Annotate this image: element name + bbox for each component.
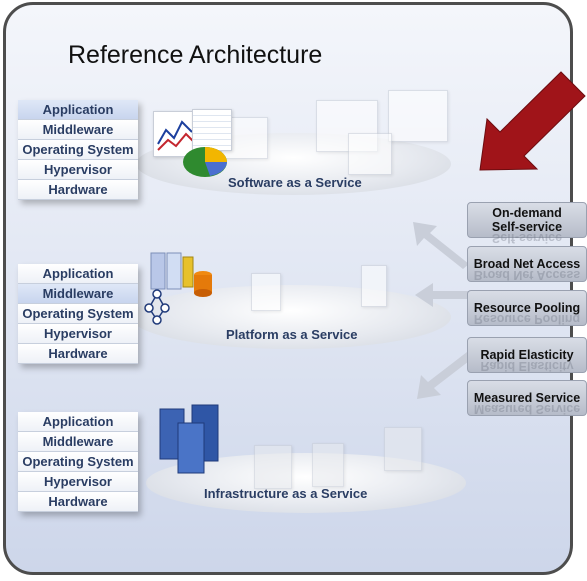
server-icon: [159, 404, 219, 474]
layer-hypervisor: Hypervisor: [18, 472, 138, 492]
chart-thumbnail-icon: [348, 133, 392, 175]
page-title: Reference Architecture: [68, 41, 323, 69]
layer-hardware: Hardware: [18, 492, 138, 512]
layer-hypervisor: Hypervisor: [18, 324, 138, 344]
layer-operating-system: Operating System: [18, 304, 138, 324]
resource-pooling-reflection: Resource Pooling: [473, 314, 581, 326]
server-rack-icon: [251, 273, 281, 311]
server-icon: [312, 443, 344, 487]
paas-layer-stack: Application Middleware Operating System …: [18, 264, 138, 364]
broad-net-access-reflection: Broad Net Access: [473, 270, 581, 282]
layer-hardware: Hardware: [18, 180, 138, 200]
broad-net-access-box: Broad Net Access: [467, 246, 587, 282]
measured-service-reflection: Measured Service: [473, 404, 581, 416]
server-rack-icon: [361, 265, 387, 307]
layer-operating-system: Operating System: [18, 140, 138, 160]
arrow-to-saas-icon: [413, 222, 469, 269]
iaas-label: Infrastructure as a Service: [204, 486, 368, 501]
database-stack-icon: [150, 252, 212, 297]
saas-label: Software as a Service: [228, 175, 362, 190]
line-chart-icon: [153, 111, 199, 157]
layer-operating-system: Operating System: [18, 452, 138, 472]
rapid-elasticity-box: Rapid Elasticity: [467, 337, 587, 373]
layer-middleware: Middleware: [18, 284, 138, 304]
server-icon: [384, 427, 422, 471]
saas-layer-stack: Application Middleware Operating System …: [18, 100, 138, 200]
on-demand-self-service-box: On-demand Self-service: [467, 202, 587, 238]
layer-application: Application: [18, 100, 138, 120]
on-demand-reflection: Self-service: [491, 233, 563, 245]
layer-hypervisor: Hypervisor: [18, 160, 138, 180]
arrow-to-iaas-icon: [417, 352, 473, 399]
network-graph-icon: [144, 289, 170, 325]
arrow-to-paas-icon: [415, 283, 471, 307]
layer-hardware: Hardware: [18, 344, 138, 364]
layer-application: Application: [18, 412, 138, 432]
paas-cloud: [131, 285, 451, 349]
big-red-arrow-icon: [479, 71, 586, 171]
iaas-layer-stack: Application Middleware Operating System …: [18, 412, 138, 512]
report-thumbnail-icon: [388, 90, 448, 142]
layer-middleware: Middleware: [18, 432, 138, 452]
paas-label: Platform as a Service: [226, 327, 358, 342]
rapid-elasticity-reflection: Rapid Elasticity: [480, 361, 574, 373]
layer-middleware: Middleware: [18, 120, 138, 140]
reference-architecture-panel: Reference Architecture: [3, 2, 573, 575]
pie-chart-icon: [183, 147, 227, 177]
layer-application: Application: [18, 264, 138, 284]
spreadsheet-icon: [192, 109, 232, 151]
measured-service-box: Measured Service: [467, 380, 587, 416]
resource-pooling-box: Resource Pooling: [467, 290, 587, 326]
server-icon: [254, 445, 292, 489]
